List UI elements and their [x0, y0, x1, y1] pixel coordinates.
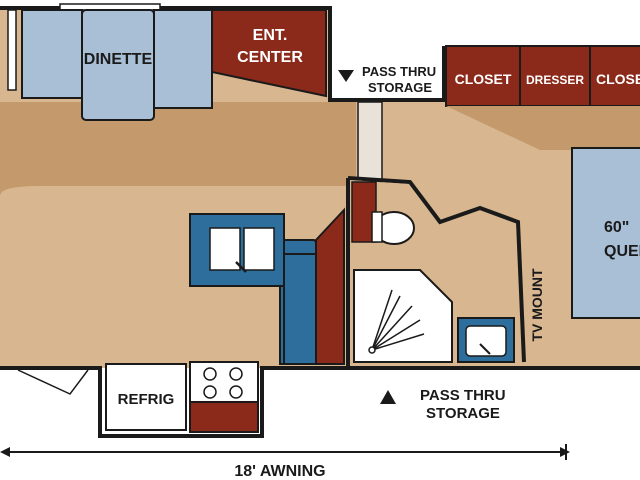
- pass-thru-top-label-line1: PASS THRU: [362, 64, 436, 79]
- kitchen-faucet-icon: [235, 261, 247, 273]
- refrig-label: REFRIG: [118, 391, 175, 408]
- tv-mount-label: TV MOUNT: [529, 268, 545, 342]
- bath-sink-basin: [465, 325, 507, 357]
- queen-bed-label-line1: 60": [604, 219, 629, 236]
- awning-label: 18' AWNING: [234, 463, 325, 480]
- living-floor-dark: [0, 100, 356, 196]
- shower-spray-icon: [371, 289, 425, 351]
- dinette-label: DINETTE: [84, 51, 153, 68]
- closet-floor-shadow: [446, 106, 640, 150]
- queen-bed-label-line2: QUEEN: [604, 243, 640, 260]
- entry-door: [17, 369, 89, 395]
- ent-center-label-line2: CENTER: [237, 49, 303, 66]
- pass-thru-top-arrow-icon: [338, 70, 354, 82]
- dresser: [519, 45, 591, 107]
- queen-bed: [571, 147, 640, 319]
- burner-icon: [229, 367, 243, 381]
- dresser-label: DRESSER: [526, 73, 584, 87]
- partition-strip: [357, 101, 383, 183]
- kitchen-sink-left: [209, 227, 241, 271]
- pass-thru-bottom-label-line2: STORAGE: [426, 405, 500, 422]
- burner-icon: [229, 385, 243, 399]
- dinette-bench-left: [21, 9, 83, 99]
- shower-drain: [368, 346, 376, 354]
- ent-center-cabinet: [211, 9, 327, 98]
- toilet-tank: [371, 211, 383, 243]
- stove: [189, 361, 259, 403]
- burner-icon: [203, 367, 217, 381]
- kitchen-pantry: [283, 253, 317, 365]
- closet-right: [589, 45, 640, 107]
- pass-thru-bottom-arrow-icon: [380, 390, 396, 404]
- bottom-wall: [0, 366, 640, 438]
- pass-thru-bottom-label-line1: PASS THRU: [420, 387, 506, 404]
- closet-right-label: CLOSET: [596, 71, 640, 87]
- ent-center-label-line1: ENT.: [253, 27, 288, 44]
- pass-thru-top-label-line2: STORAGE: [368, 80, 432, 95]
- window-side: [7, 9, 17, 91]
- stove-cabinet: [189, 401, 259, 433]
- kitchen-sink-right: [243, 227, 275, 271]
- awning-arrow-left-icon: [0, 447, 10, 457]
- burner-icon: [203, 385, 217, 399]
- refrigerator: [105, 363, 187, 431]
- closet-left-label: CLOSET: [455, 71, 512, 87]
- dinette-bench-right: [153, 9, 213, 109]
- bathroom-wall: [347, 176, 526, 363]
- bath-faucet-icon: [479, 343, 491, 355]
